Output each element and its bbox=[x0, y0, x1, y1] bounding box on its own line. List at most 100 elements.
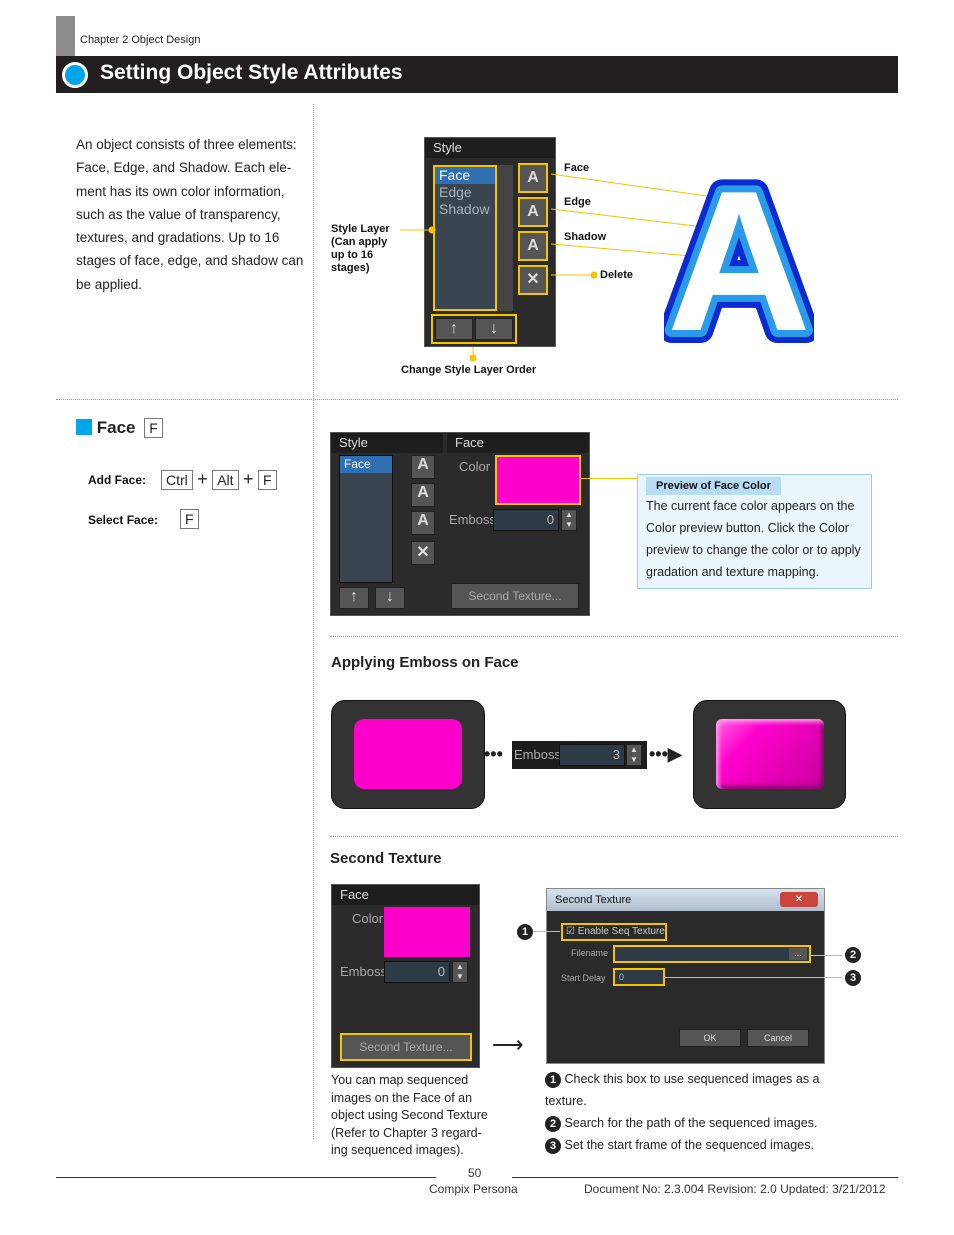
dots-arrow-icon: •••▶ bbox=[649, 744, 682, 764]
list-item[interactable]: Face bbox=[435, 167, 495, 184]
style-panel-header: Style bbox=[425, 138, 555, 158]
select-face-key: F bbox=[180, 509, 199, 529]
close-icon: ✕ bbox=[416, 544, 430, 561]
alt-key: Alt bbox=[212, 470, 239, 490]
close-icon: ✕ bbox=[526, 271, 540, 288]
callout-edge: Edge bbox=[564, 196, 591, 208]
footer-product: Compix Persona bbox=[429, 1182, 518, 1196]
emboss-stepper[interactable]: ▲▼ bbox=[452, 961, 468, 983]
ok-button[interactable]: OK bbox=[679, 1029, 741, 1047]
edge-layer: A bbox=[667, 150, 811, 350]
styled-a-illustration: A A A bbox=[664, 150, 814, 350]
list-item: 3 Set the start frame of the sequenced i… bbox=[545, 1134, 825, 1156]
checkbox-icon: ☑ bbox=[566, 926, 575, 937]
list-item[interactable]: Face bbox=[340, 456, 392, 473]
close-icon[interactable]: ✕ bbox=[780, 892, 818, 907]
footer-doc-info: Document No: 2.3.004 Revision: 2.0 Updat… bbox=[584, 1182, 886, 1196]
add-shadow-button[interactable]: A bbox=[411, 511, 435, 535]
style-layer-list[interactable]: Face Edge Shadow bbox=[433, 165, 497, 311]
add-face-button[interactable]: A bbox=[518, 163, 548, 193]
title-bar: Setting Object Style Attributes bbox=[56, 56, 898, 93]
emboss-stepper[interactable]: ▲▼ bbox=[626, 744, 642, 766]
emboss-label: Emboss bbox=[340, 964, 387, 979]
preview-callout-line bbox=[580, 478, 638, 479]
callout-line-3 bbox=[664, 977, 842, 978]
second-texture-button[interactable]: Second Texture... bbox=[340, 1033, 472, 1061]
arrow-up-icon: ↑ bbox=[450, 320, 458, 337]
list-scrollbar[interactable] bbox=[497, 165, 513, 311]
emboss-control: Emboss 3 ▲▼ bbox=[512, 741, 647, 769]
shadow-layer: A bbox=[667, 150, 811, 350]
second-texture-button[interactable]: Second Texture... bbox=[451, 583, 579, 609]
emboss-label: Emboss bbox=[449, 512, 496, 527]
start-delay-field[interactable]: 0 bbox=[613, 968, 665, 986]
arrow-down-icon: ↓ bbox=[386, 588, 394, 605]
delete-button[interactable]: ✕ bbox=[518, 265, 548, 295]
face-a-icon: A bbox=[527, 169, 539, 186]
start-delay-label: Start Delay bbox=[561, 973, 606, 983]
add-edge-button[interactable]: A bbox=[518, 197, 548, 227]
ctrl-key: Ctrl bbox=[161, 470, 193, 490]
dots-icon: ••• bbox=[484, 744, 503, 764]
add-face-button[interactable]: A bbox=[411, 455, 435, 479]
face-a-icon: A bbox=[417, 456, 429, 473]
arrow-up-icon: ↑ bbox=[350, 588, 358, 605]
emboss-label: Emboss bbox=[514, 747, 561, 762]
list-item: 2 Search for the path of the sequenced i… bbox=[545, 1112, 825, 1134]
face-header: Face bbox=[332, 885, 479, 905]
callout-number-2: 2 bbox=[845, 947, 861, 963]
color-preview-button[interactable] bbox=[495, 455, 581, 505]
callout-style-layer: Style Layer (Can apply up to 16 stages) bbox=[331, 223, 390, 274]
second-texture-caption: You can map sequenced images on the Face… bbox=[331, 1073, 488, 1157]
section-divider bbox=[330, 836, 898, 837]
cancel-button[interactable]: Cancel bbox=[747, 1029, 809, 1047]
style-layer-list[interactable]: Face bbox=[339, 455, 393, 583]
move-down-button[interactable]: ↓ bbox=[375, 587, 405, 609]
column-divider bbox=[313, 104, 314, 1139]
title-bullet-icon bbox=[62, 62, 88, 88]
callout-number-3: 3 bbox=[845, 970, 861, 986]
move-down-button[interactable]: ↓ bbox=[475, 318, 513, 340]
callout-face: Face bbox=[564, 162, 590, 174]
footer-rule bbox=[512, 1177, 898, 1178]
preview-note: Preview of Face Color The current face c… bbox=[637, 474, 872, 589]
list-item: 1 Check this box to use sequenced images… bbox=[545, 1072, 820, 1108]
emboss-before-sample bbox=[331, 700, 485, 809]
emboss-stepper[interactable]: ▲▼ bbox=[561, 509, 577, 531]
add-face-shortcut: Ctrl + Alt + F bbox=[161, 469, 277, 490]
list-item[interactable]: Edge bbox=[439, 184, 472, 200]
footer-rule bbox=[56, 1177, 436, 1178]
preview-note-title: Preview of Face Color bbox=[646, 477, 781, 495]
face-panel-screenshot: Face Color Emboss 0 ▲▼ Second Texture... bbox=[331, 884, 480, 1068]
shadow-a-icon: A bbox=[417, 512, 429, 529]
plus-icon: + bbox=[197, 469, 208, 489]
f-key: F bbox=[257, 470, 277, 490]
emboss-field[interactable]: 0 bbox=[384, 961, 450, 983]
embossed-magenta-rect bbox=[716, 719, 824, 789]
square-bullet-icon bbox=[76, 419, 92, 435]
dialog-title: Second Texture bbox=[547, 889, 824, 911]
color-preview-button[interactable] bbox=[384, 907, 470, 957]
move-up-button[interactable]: ↑ bbox=[339, 587, 369, 609]
enable-seq-texture-checkbox[interactable]: ☑ Enable Seq Texture bbox=[561, 923, 667, 941]
color-label: Color bbox=[352, 911, 384, 926]
filename-field[interactable]: ... bbox=[613, 945, 811, 963]
chapter-bar bbox=[56, 16, 75, 56]
page-number: 50 bbox=[468, 1166, 482, 1180]
emboss-field[interactable]: 0 bbox=[493, 509, 559, 531]
add-edge-button[interactable]: A bbox=[411, 483, 435, 507]
emboss-field[interactable]: 3 bbox=[559, 744, 625, 766]
style-header: Style bbox=[331, 433, 443, 453]
page-title: Setting Object Style Attributes bbox=[100, 61, 403, 84]
style-panel: Style Face Edge Shadow A A A ✕ ↑ ↓ bbox=[424, 137, 556, 347]
move-up-button[interactable]: ↑ bbox=[435, 318, 473, 340]
face-header: Face bbox=[447, 433, 589, 453]
face-layer: A bbox=[667, 150, 811, 350]
callout-lines bbox=[400, 173, 739, 362]
add-shadow-button[interactable]: A bbox=[518, 231, 548, 261]
browse-button[interactable]: ... bbox=[789, 948, 807, 960]
chapter-label: Chapter 2 Object Design bbox=[80, 34, 201, 46]
list-item[interactable]: Shadow bbox=[439, 201, 490, 217]
delete-button[interactable]: ✕ bbox=[411, 541, 435, 565]
flat-magenta-rect bbox=[354, 719, 462, 789]
